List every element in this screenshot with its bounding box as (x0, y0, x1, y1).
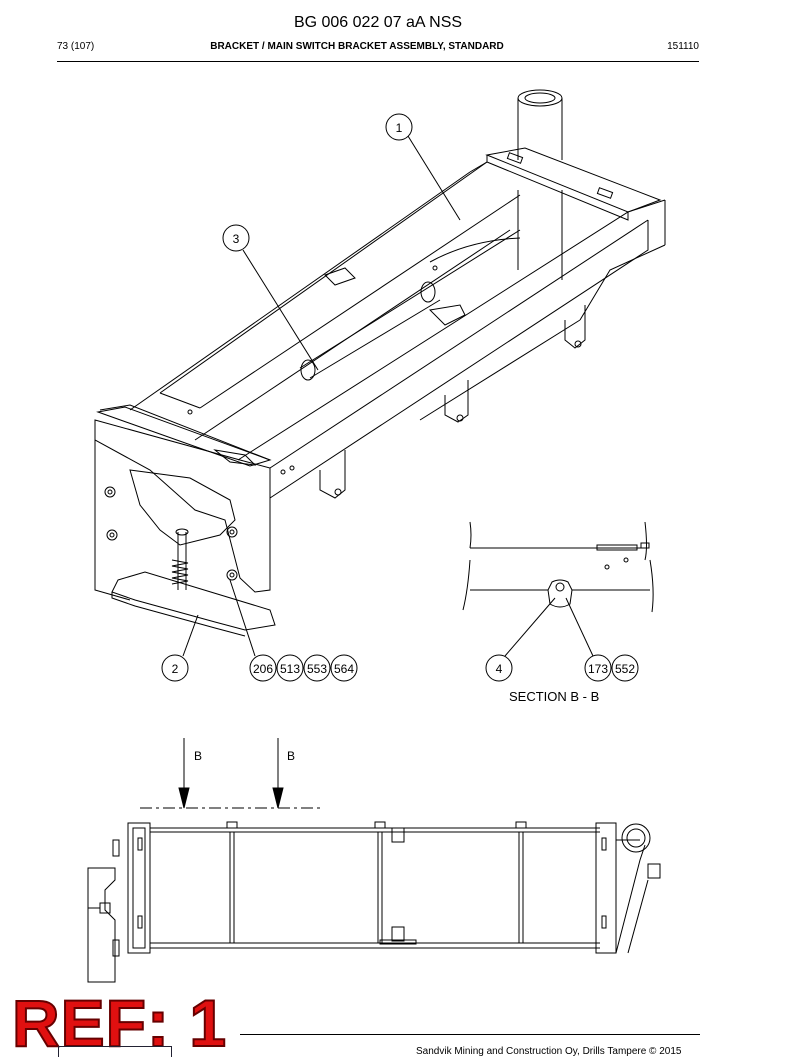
callout-1 (385, 113, 413, 141)
callout-564 (330, 654, 358, 682)
section-label: SECTION B - B (509, 689, 600, 704)
part-code: 151110 (667, 41, 699, 52)
callout-552-text: 552 (615, 662, 635, 676)
callout-513-text: 513 (280, 662, 300, 676)
callout-553 (303, 654, 331, 682)
section-arrows (140, 738, 320, 809)
page-title: BRACKET / MAIN SWITCH BRACKET ASSEMBLY, … (210, 41, 504, 52)
callout-2 (161, 654, 189, 682)
callout-3-text: 3 (233, 232, 240, 246)
callout-numbers: 1 3 2 206 513 553 564 4 173 552 (172, 121, 636, 676)
callout-553-text: 553 (307, 662, 327, 676)
callout-4 (485, 654, 513, 682)
isometric-bracket-view (94, 89, 666, 637)
callout-173-text: 173 (588, 662, 608, 676)
callout-balloons (161, 113, 639, 682)
callout-4-text: 4 (496, 662, 503, 676)
callout-206 (249, 654, 277, 682)
header-row: 73 (107) BRACKET / MAIN SWITCH BRACKET A… (57, 41, 699, 55)
header-divider (57, 61, 699, 62)
section-arrow-labels: B B (194, 749, 295, 763)
reference-label: REF: 1 (11, 985, 228, 1061)
callout-552 (611, 654, 639, 682)
leader-lines (182, 135, 594, 657)
section-arrow-label-left: B (194, 749, 202, 763)
document-number: BG 006 022 07 aA NSS (293, 14, 463, 31)
callout-2-text: 2 (172, 662, 179, 676)
section-arrow-label-right: B (287, 749, 295, 763)
section-detail-view (462, 521, 654, 613)
callout-173 (584, 654, 612, 682)
callout-3 (222, 224, 250, 252)
callout-564-text: 564 (334, 662, 354, 676)
page-number: 73 (107) (57, 41, 95, 52)
plan-view (87, 821, 661, 983)
callout-206-text: 206 (253, 662, 273, 676)
footer-divider (240, 1034, 700, 1035)
callout-513 (276, 654, 304, 682)
callout-1-text: 1 (396, 121, 403, 135)
company-logo (58, 1046, 172, 1057)
footer-copyright: Sandvik Mining and Construction Oy, Dril… (416, 1046, 682, 1057)
